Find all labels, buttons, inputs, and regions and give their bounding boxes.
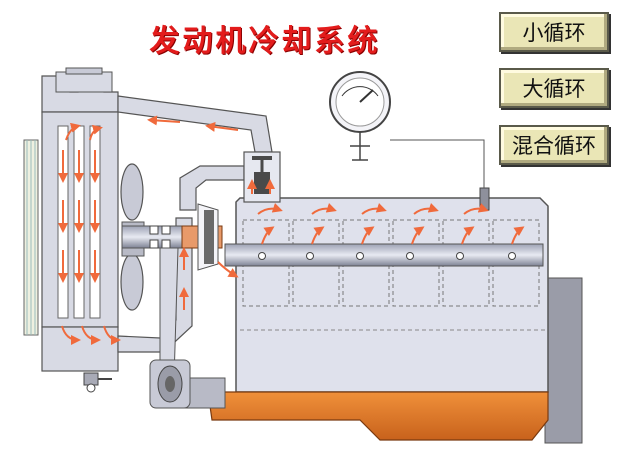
coolant-flow-arrows	[58, 115, 525, 345]
engine-block	[224, 187, 549, 393]
rear-plate	[544, 277, 583, 444]
temperature-gauge-icon	[329, 71, 485, 188]
large-loop-button[interactable]: 大循环	[499, 68, 609, 108]
radiator	[23, 67, 119, 393]
page-title: 发动机冷却系统	[149, 24, 381, 59]
upper-hose	[117, 95, 273, 153]
bypass-pipe	[179, 165, 245, 211]
oil-pan	[184, 377, 549, 441]
water-pump-icon	[121, 203, 223, 271]
small-loop-button[interactable]: 小循环	[499, 12, 609, 52]
thermostat-icon	[243, 151, 281, 203]
mixed-loop-button[interactable]: 混合循环	[499, 125, 609, 165]
belt-pulley-icon	[149, 247, 191, 409]
